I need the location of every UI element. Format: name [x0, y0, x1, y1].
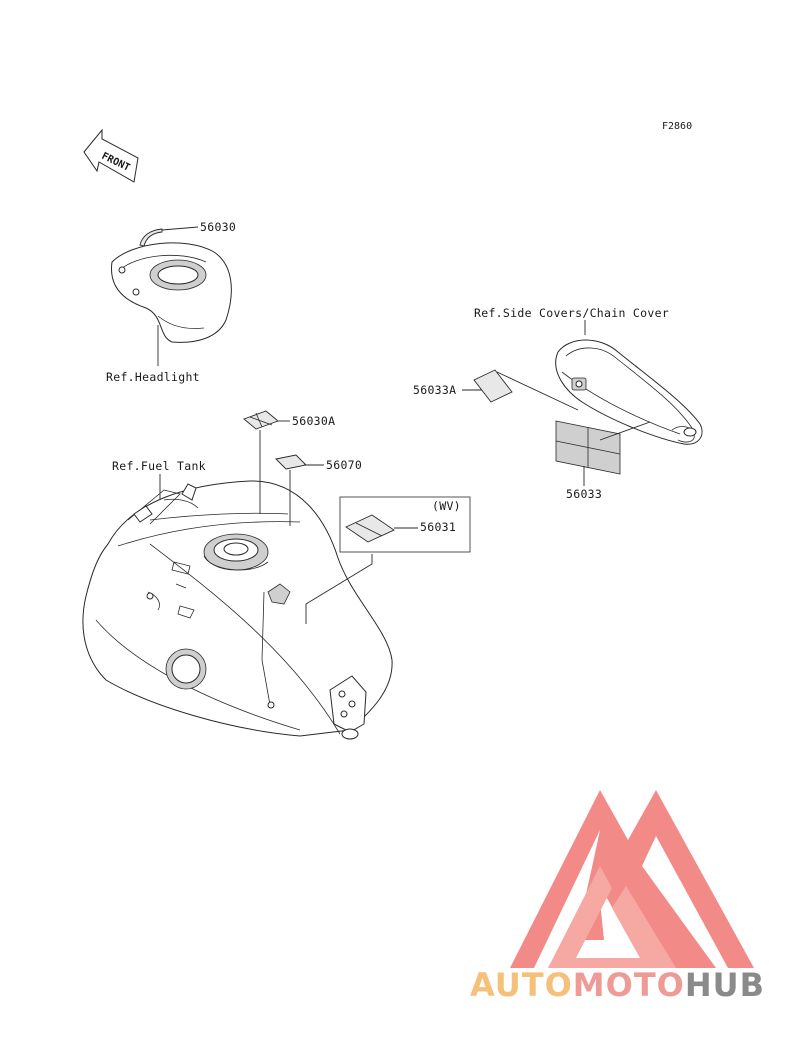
part-number-56030A: 56030A: [292, 414, 335, 428]
front-arrow-icon: FRONT: [83, 128, 139, 183]
ref-fuel-tank-label: Ref.Fuel Tank: [112, 459, 206, 473]
decal-56033: [555, 420, 621, 475]
headlight-decal: [139, 228, 163, 247]
fuel-tank-part: [82, 480, 393, 740]
ref-headlight-label: Ref.Headlight: [106, 370, 200, 384]
logo-text-hub: HUB: [685, 966, 765, 1004]
decal-56033A: [473, 369, 513, 403]
part-number-56033: 56033: [566, 487, 602, 501]
wv-variant-box: [339, 496, 471, 553]
part-number-56033A: 56033A: [413, 383, 456, 397]
decal-56030A: [243, 410, 279, 430]
figure-code: F2860: [662, 121, 692, 132]
wv-variant-label: (WV): [432, 499, 461, 513]
part-number-56070: 56070: [326, 458, 362, 472]
automotohub-logo: AUTOMOTOHUB: [470, 790, 765, 1004]
svg-text:AUTOMOTOHUB: AUTOMOTOHUB: [470, 966, 765, 1004]
decal-56070: [275, 454, 307, 470]
ref-side-covers-label: Ref.Side Covers/Chain Cover: [474, 306, 669, 320]
part-number-56030: 56030: [200, 220, 236, 234]
logo-outer-triangle: [510, 790, 754, 968]
logo-inner-triangle: [548, 866, 676, 968]
decal-56031: [345, 514, 395, 543]
side-cover-part: [555, 339, 703, 445]
headlight-cover-part: [111, 242, 232, 343]
logo-text-moto: MOTO: [573, 966, 685, 1004]
part-number-56031: 56031: [420, 520, 456, 534]
logo-text-auto: AUTO: [470, 966, 573, 1004]
